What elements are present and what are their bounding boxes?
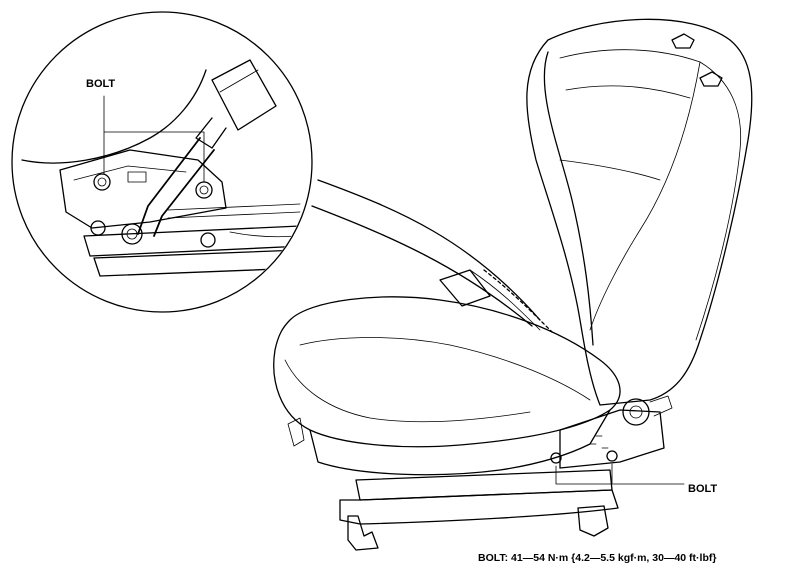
detail-slot	[127, 171, 147, 183]
seat-rail-right-foot	[577, 505, 609, 537]
seatback-side-seam	[695, 61, 742, 341]
detail-circle	[11, 11, 313, 313]
detail-cable	[229, 231, 297, 238]
seatback-seam	[559, 49, 701, 331]
seat-bolt-leader	[555, 463, 685, 485]
detail-leader-dashed	[483, 269, 553, 333]
seatback-seam-3	[559, 159, 661, 181]
detail-buckle-ridge	[219, 69, 259, 93]
detail-stalk-arm-2	[153, 149, 215, 237]
detail-bolt-right-head	[199, 185, 209, 195]
seat-cushion-outline	[273, 296, 621, 448]
recliner-knob-center	[629, 405, 643, 419]
side-frame-holes	[589, 435, 609, 449]
recliner-lever	[649, 395, 673, 417]
detail-view	[11, 11, 313, 313]
detail-bolt-leader	[103, 95, 205, 183]
seat-bolt-rear	[606, 450, 618, 462]
seat-rail-lower	[339, 489, 619, 525]
detail-stalk-arm	[137, 137, 201, 235]
seatback-seam-2	[565, 85, 691, 99]
detail-bracket	[59, 149, 227, 229]
seat-assembly	[273, 18, 753, 551]
seat-front-skirt	[309, 409, 611, 476]
seat-side-frame	[559, 409, 665, 469]
detail-bolt-left	[93, 173, 111, 191]
detail-nut-right	[200, 232, 216, 248]
zoom-connector-lower	[311, 205, 533, 327]
recliner-knob	[622, 398, 650, 426]
detail-rail-rod	[167, 203, 301, 219]
seat-cushion-seam	[299, 337, 591, 401]
seatback-bolster	[543, 51, 594, 346]
detail-buckle	[211, 59, 277, 131]
bolt-label-seat: BOLT	[688, 483, 718, 495]
headrest-guide-right	[699, 71, 723, 87]
front-bracket	[287, 417, 305, 447]
seatback-outline	[526, 18, 753, 406]
zoom-connector-upper	[317, 179, 541, 321]
detail-bolt-left-head	[97, 177, 107, 187]
headrest-guide-left	[671, 33, 695, 49]
seat-bolt-front	[550, 452, 562, 464]
seat-rail-left-foot	[347, 515, 379, 551]
torque-spec: BOLT: 41—54 N·m {4.2—5.5 kgf·m, 30—40 ft…	[478, 552, 717, 564]
seat-cushion-front	[284, 359, 531, 423]
bolt-label-detail: BOLT	[86, 78, 116, 90]
detail-bracket-inner	[73, 165, 187, 181]
detail-cushion-edge	[21, 69, 207, 164]
buckle-stalk	[439, 269, 491, 307]
